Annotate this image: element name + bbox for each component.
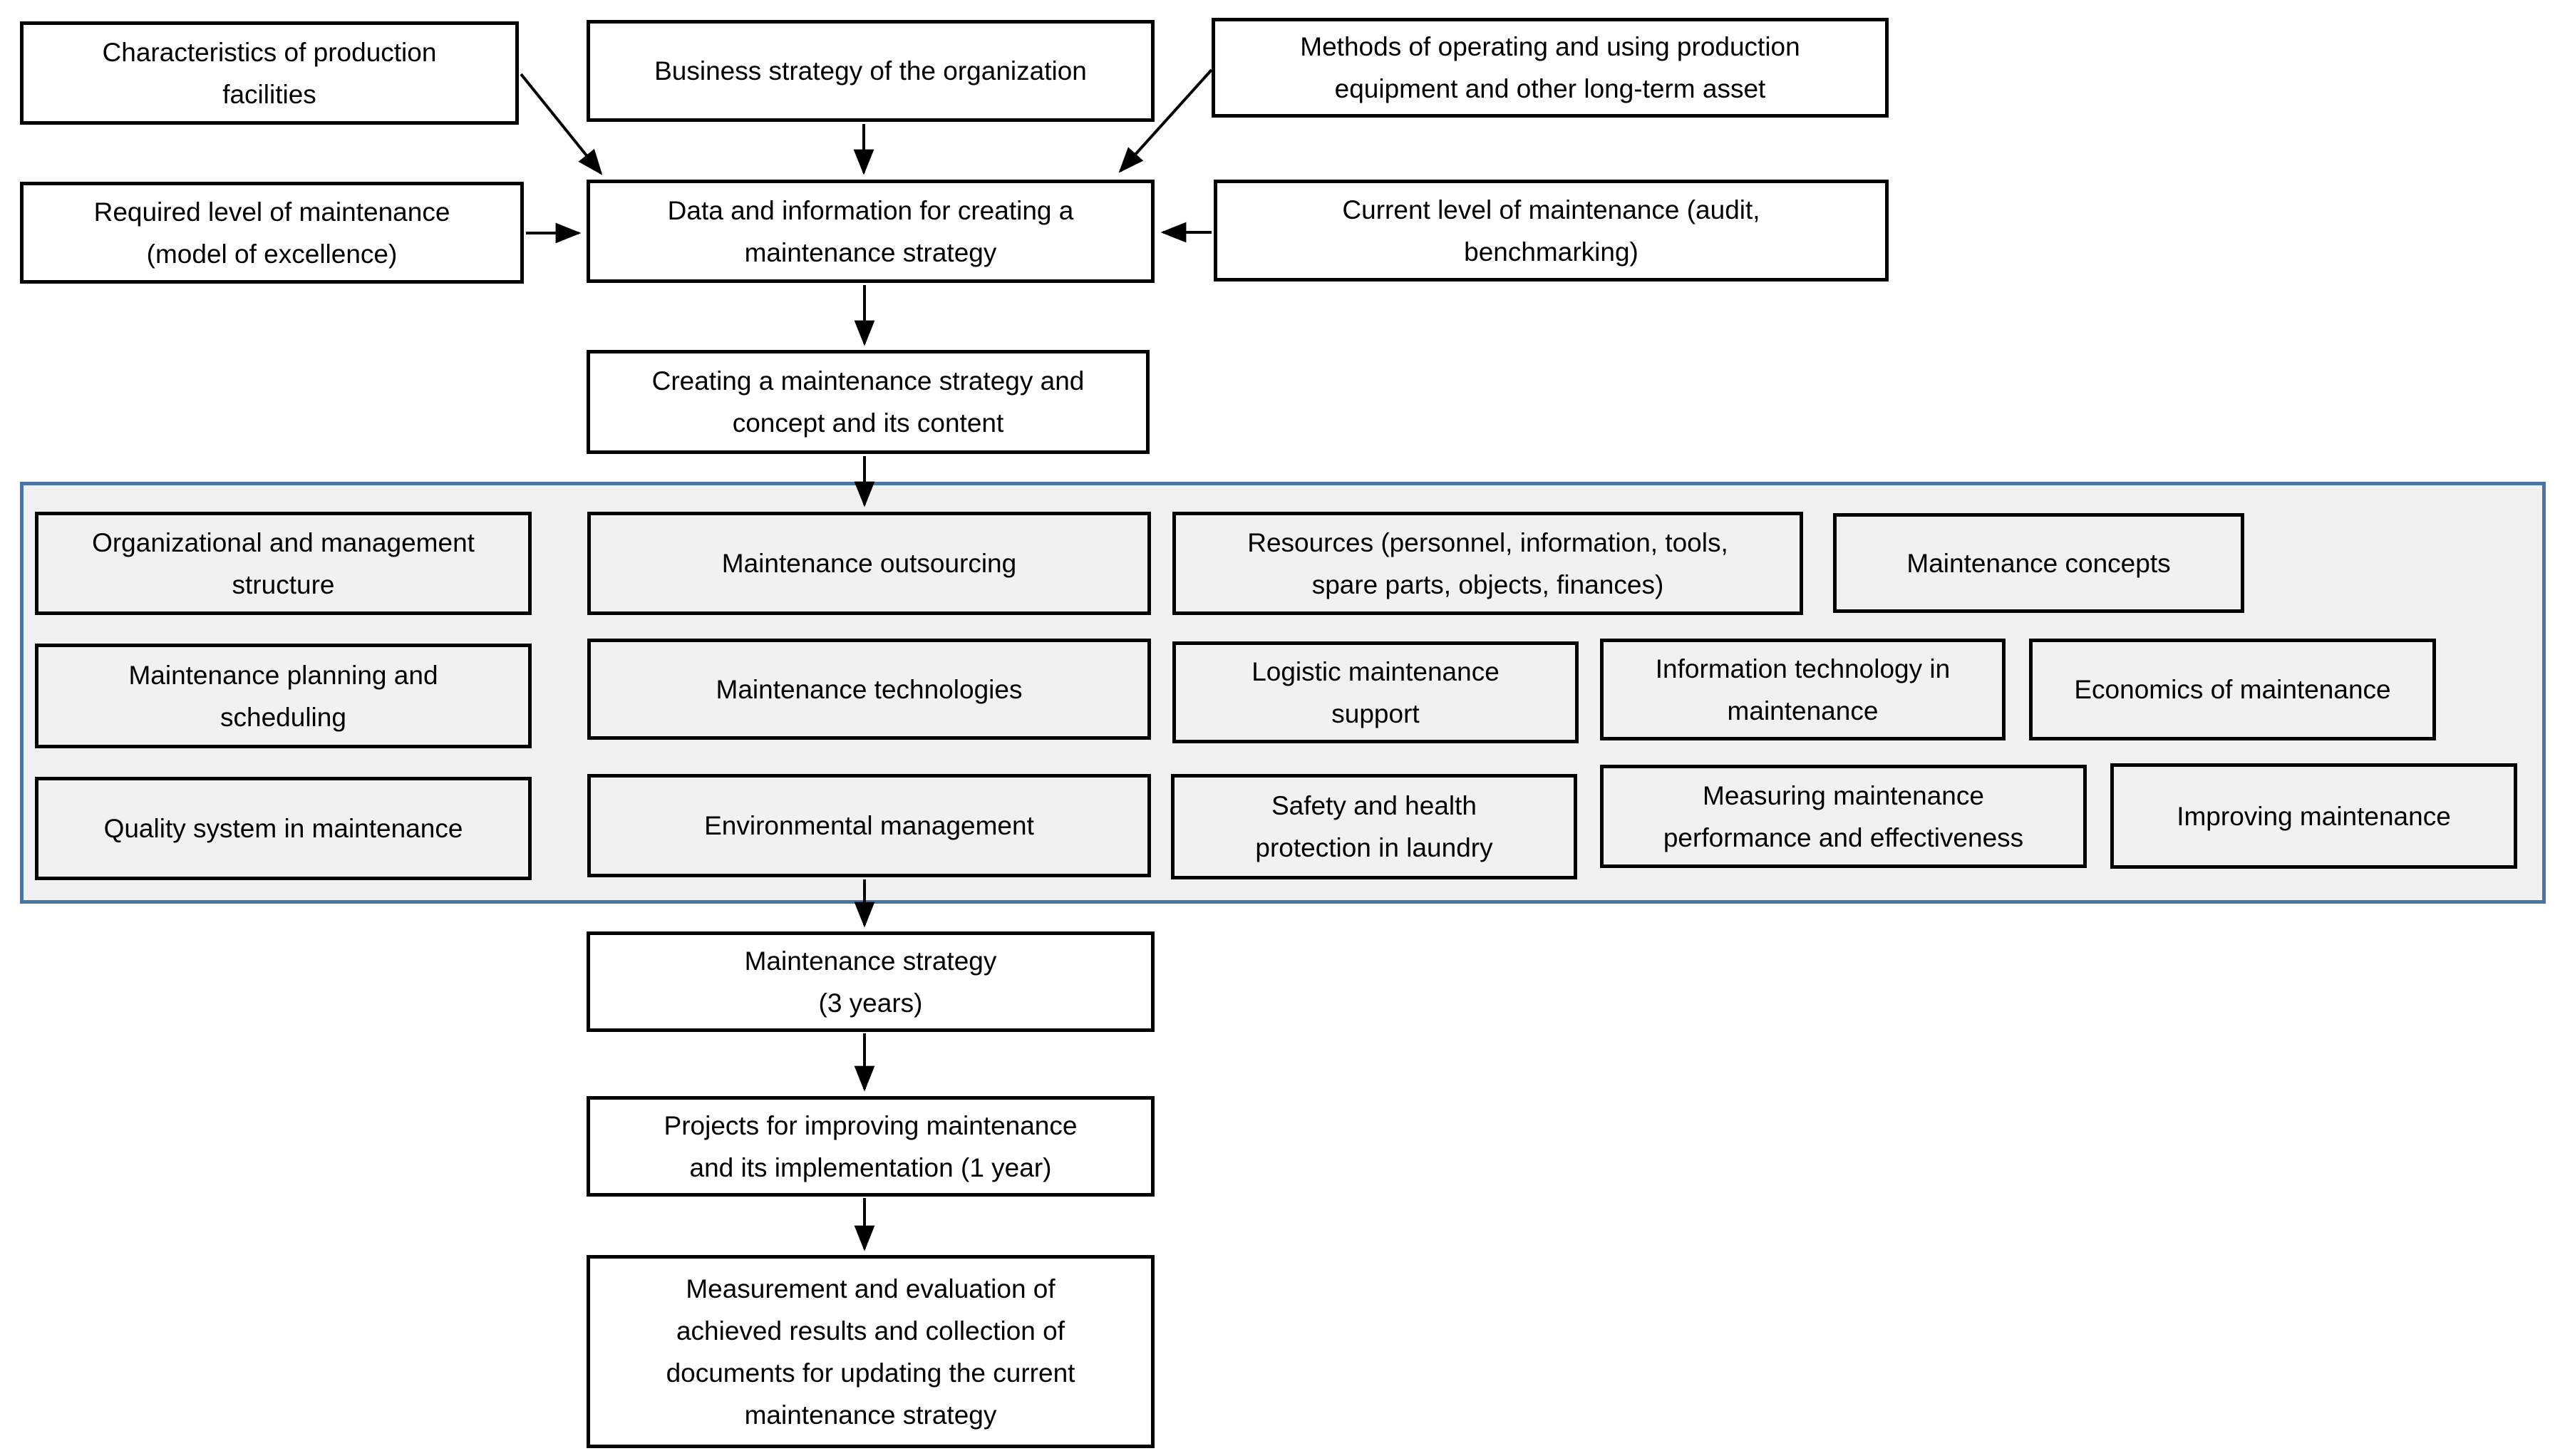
node-maintenance-planning: Maintenance planning and scheduling <box>35 644 532 748</box>
node-label: Maintenance strategy (3 years) <box>744 946 997 1018</box>
node-logistic-support: Logistic maintenance support <box>1172 641 1579 743</box>
node-maintenance-concepts: Maintenance concepts <box>1833 513 2244 613</box>
node-projects-1y: Projects for improving maintenance and i… <box>587 1096 1155 1197</box>
node-economics: Economics of maintenance <box>2029 639 2436 740</box>
node-business-strategy: Business strategy of the organization <box>587 20 1155 122</box>
node-organizational-structure: Organizational and management structure <box>35 512 532 615</box>
node-label: Organizational and management structure <box>92 527 475 599</box>
node-label: Quality system in maintenance <box>103 814 463 843</box>
node-label: Creating a maintenance strategy and conc… <box>651 366 1085 438</box>
node-label: Maintenance technologies <box>716 674 1023 704</box>
node-environmental-management: Environmental management <box>587 774 1151 877</box>
node-label: Data and information for creating a main… <box>667 195 1074 267</box>
node-label: Resources (personnel, information, tools… <box>1247 527 1728 599</box>
node-label: Economics of maintenance <box>2074 675 2391 704</box>
node-label: Information technology in maintenance <box>1655 654 1951 726</box>
node-label: Required level of maintenance (model of … <box>93 197 450 269</box>
node-label: Projects for improving maintenance and i… <box>664 1110 1078 1182</box>
node-label: Improving maintenance <box>2177 801 2451 831</box>
node-safety-health: Safety and health protection in laundry <box>1171 774 1577 879</box>
node-label: Business strategy of the organization <box>654 56 1087 86</box>
node-label: Logistic maintenance support <box>1251 656 1500 728</box>
node-information-technology: Information technology in maintenance <box>1600 639 2006 740</box>
node-label: Safety and health protection in laundry <box>1255 791 1493 862</box>
node-label: Characteristics of production facilities <box>102 37 437 109</box>
node-current-level: Current level of maintenance (audit, ben… <box>1214 180 1889 282</box>
node-maintenance-technologies: Maintenance technologies <box>587 639 1151 740</box>
node-label: Methods of operating and using productio… <box>1300 32 1800 103</box>
node-label: Measuring maintenance performance and ef… <box>1663 780 2024 852</box>
node-label: Maintenance concepts <box>1906 548 2171 578</box>
node-quality-system: Quality system in maintenance <box>35 777 532 880</box>
node-data-information: Data and information for creating a main… <box>587 180 1155 283</box>
node-label: Environmental management <box>704 811 1034 840</box>
node-characteristics: Characteristics of production facilities <box>20 21 519 125</box>
node-maintenance-outsourcing: Maintenance outsourcing <box>587 512 1151 615</box>
node-resources: Resources (personnel, information, tools… <box>1172 512 1803 615</box>
node-methods: Methods of operating and using productio… <box>1212 18 1889 118</box>
node-measurement-evaluation: Measurement and evaluation of achieved r… <box>587 1255 1155 1448</box>
node-improving-maintenance: Improving maintenance <box>2110 763 2517 869</box>
node-maintenance-strategy-3y: Maintenance strategy (3 years) <box>587 931 1155 1032</box>
node-required-level: Required level of maintenance (model of … <box>20 182 524 284</box>
node-label: Maintenance planning and scheduling <box>128 660 438 732</box>
node-measuring-performance: Measuring maintenance performance and ef… <box>1600 765 2087 868</box>
node-label: Current level of maintenance (audit, ben… <box>1342 195 1760 267</box>
node-creating-strategy: Creating a maintenance strategy and conc… <box>587 350 1150 454</box>
node-label: Measurement and evaluation of achieved r… <box>666 1274 1075 1430</box>
node-label: Maintenance outsourcing <box>721 549 1017 578</box>
